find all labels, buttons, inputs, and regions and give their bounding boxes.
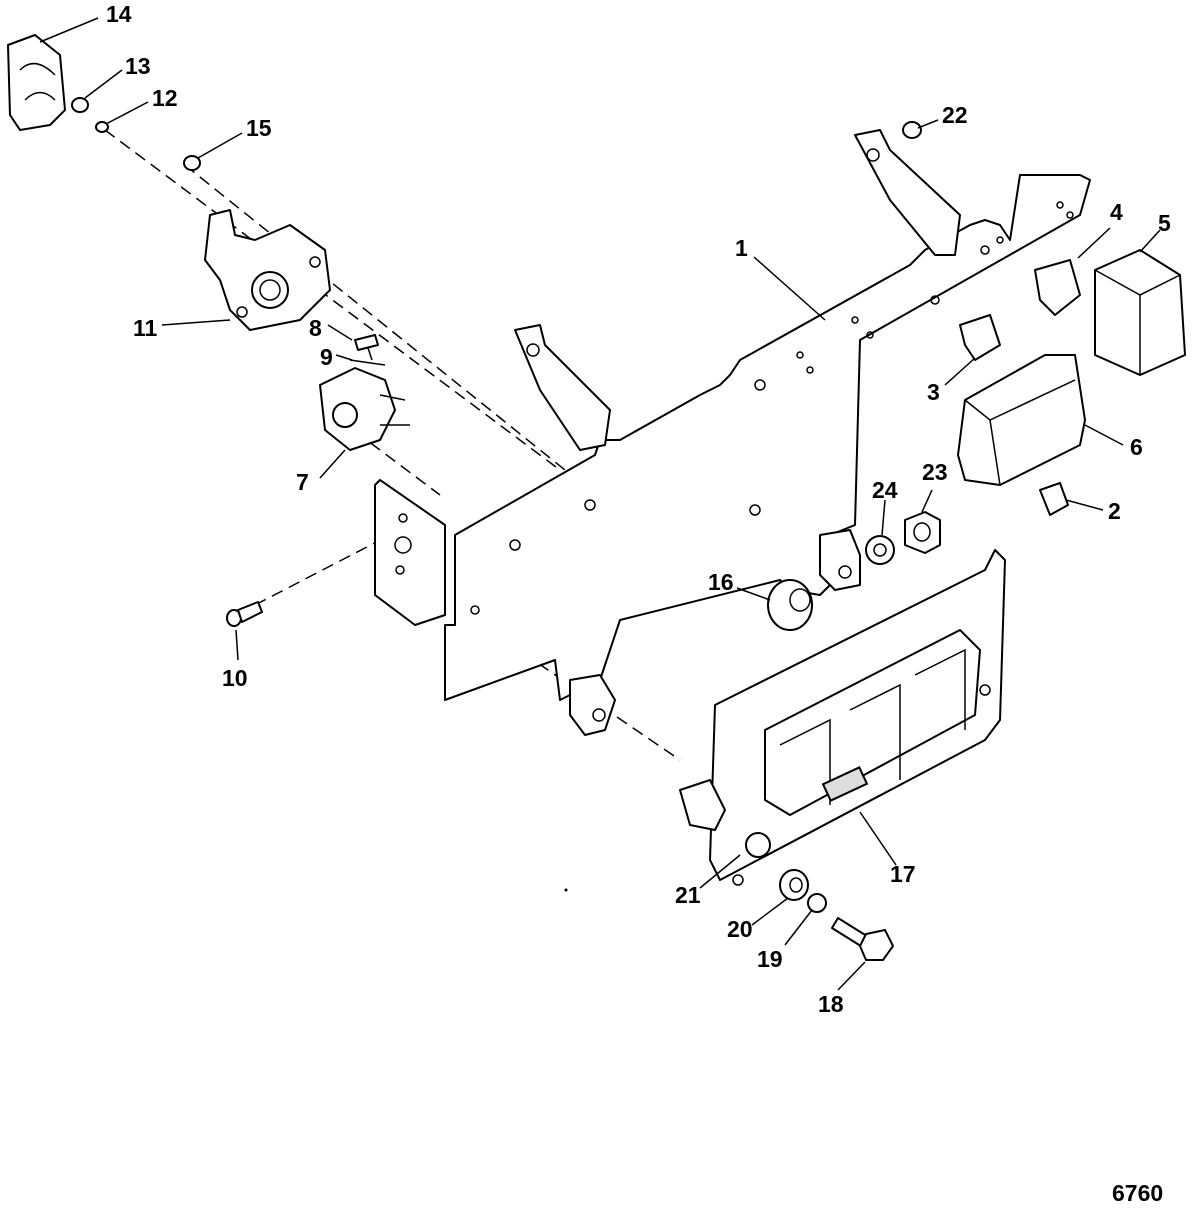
- fuse-cover-part: [957, 354, 1086, 486]
- callout-15: 15: [246, 115, 272, 141]
- callout-4: 4: [1110, 199, 1123, 225]
- circuit-breaker-part: [204, 209, 331, 331]
- ecm-module-part: [679, 549, 1006, 886]
- nut-part-23: [904, 511, 941, 554]
- callout-7: 7: [296, 469, 309, 495]
- grommet-part-20: [779, 869, 809, 901]
- callout-21: 21: [675, 882, 701, 908]
- callout-14: 14: [106, 1, 132, 27]
- washer-part-19: [807, 893, 827, 913]
- spacer-part-16: [767, 579, 813, 631]
- nut-part-15: [183, 155, 201, 171]
- callout-22: 22: [942, 102, 968, 128]
- callout-11: 11: [133, 315, 158, 341]
- callout-20: 20: [727, 916, 753, 942]
- screw-part-10: [226, 601, 263, 627]
- relay-clip-part-4: [1034, 259, 1081, 316]
- callout-12: 12: [152, 85, 178, 111]
- callout-18: 18: [818, 991, 844, 1017]
- nut-part-13: [71, 97, 89, 113]
- screw-part-8: [354, 334, 379, 361]
- callout-6: 6: [1130, 434, 1143, 460]
- washer-part-12: [95, 121, 109, 133]
- callout-13: 13: [125, 53, 151, 79]
- fuse-clip-part-3: [959, 314, 1001, 361]
- callout-10: 10: [222, 665, 248, 691]
- callout-3: 3: [927, 379, 940, 405]
- leader-lines: [39, 17, 1161, 991]
- callout-24: 24: [872, 477, 898, 503]
- clip-part: [7, 34, 66, 131]
- bolt-part-18: [831, 917, 894, 961]
- relay-part: [1094, 249, 1186, 376]
- switch-part: [319, 367, 410, 451]
- callout-5: 5: [1158, 210, 1171, 236]
- callout-17: 17: [890, 861, 916, 887]
- callout-labels: 14 13 12 15 22 1 4 5 3 6 2 11 8 9 7 10 2…: [106, 1, 1171, 1017]
- fuse-part-2: [1039, 482, 1069, 516]
- callout-16: 16: [708, 569, 734, 595]
- clip-part-9: [349, 359, 386, 366]
- mounting-bracket: [374, 129, 1091, 736]
- callout-23: 23: [922, 459, 948, 485]
- callout-1: 1: [735, 235, 748, 261]
- callout-9: 9: [320, 344, 333, 370]
- nut-part-22: [902, 121, 922, 139]
- figure-number: 6760: [1112, 1180, 1163, 1206]
- stray-dot: [564, 888, 568, 892]
- callout-8: 8: [309, 315, 322, 341]
- washer-part-24: [865, 535, 895, 565]
- callout-19: 19: [757, 946, 783, 972]
- callout-2: 2: [1108, 498, 1121, 524]
